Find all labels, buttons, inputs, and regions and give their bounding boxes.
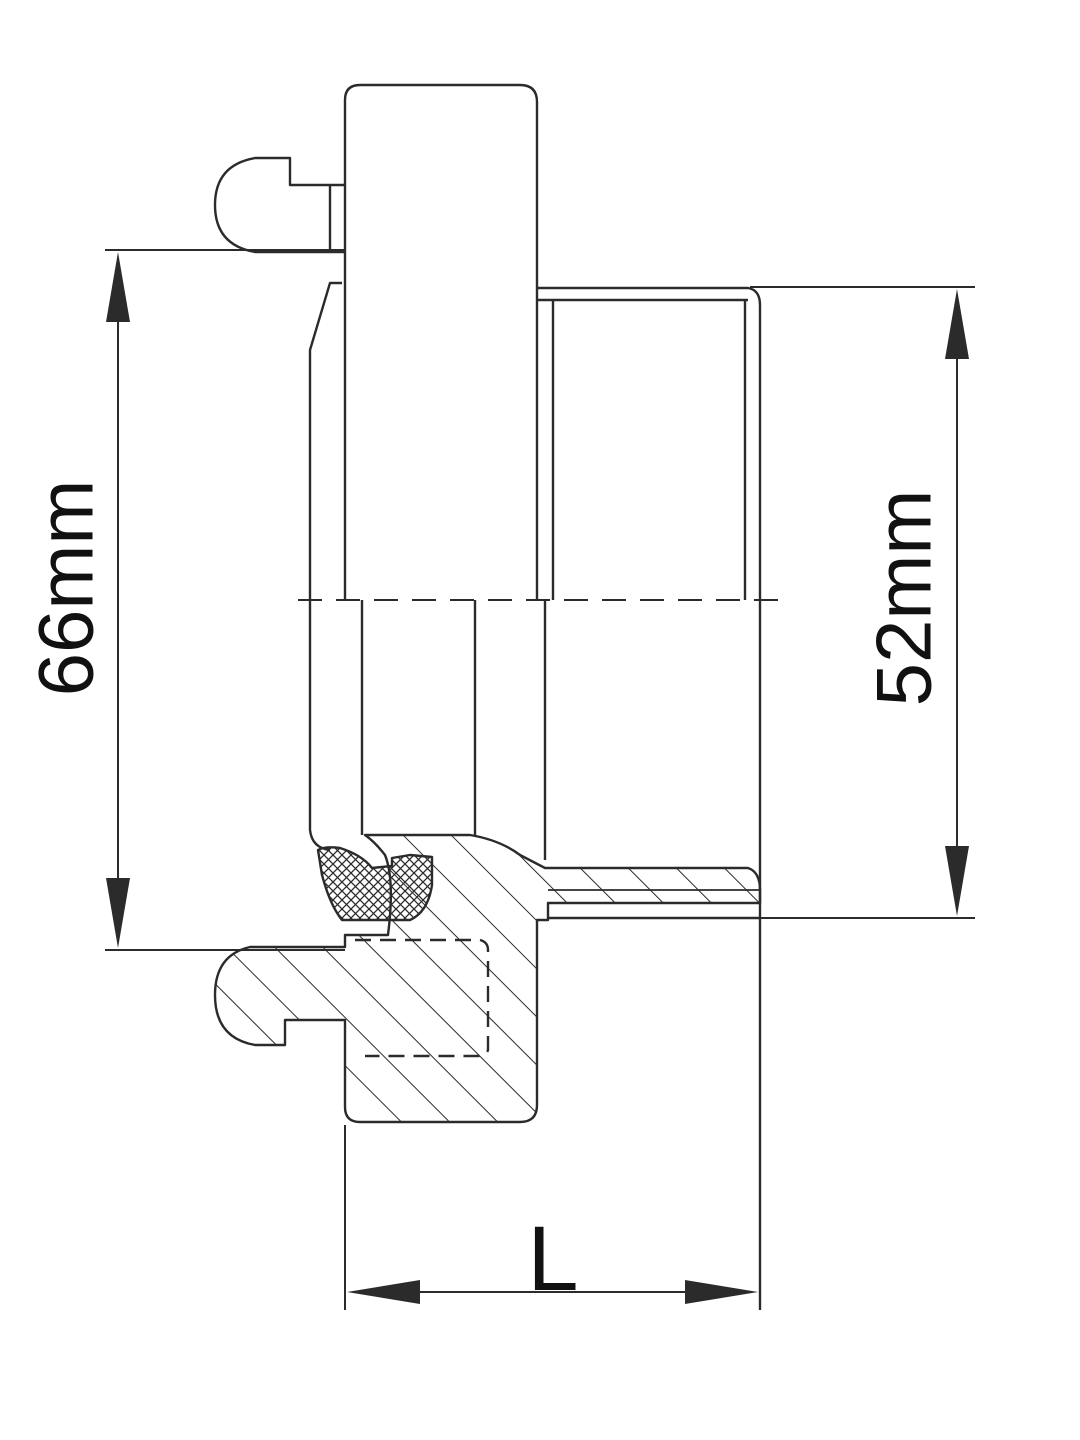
arrow-66-up [106, 252, 130, 322]
upper-half-outline [213, 83, 762, 600]
dimension-lines [105, 249, 975, 1310]
arrow-52-up [945, 289, 969, 359]
dimension-labels: 66mm 52mm L [22, 480, 948, 1310]
threaded-spigot-upper [537, 286, 762, 600]
arrow-52-down [945, 846, 969, 916]
dim-label-length: L [527, 1208, 578, 1310]
inner-ring-upper [308, 281, 342, 600]
dimension-arrows [106, 252, 969, 1304]
hidden-edge [355, 938, 490, 1058]
arrow-l-left [347, 1280, 420, 1304]
lower-half-outline [308, 600, 762, 1310]
body-section [213, 833, 762, 1124]
dim-label-66mm: 66mm [22, 480, 110, 697]
dim-label-52mm: 52mm [860, 490, 948, 707]
inner-ring-lower [308, 600, 331, 852]
gasket-seal [316, 846, 434, 922]
arrow-66-down [106, 878, 130, 948]
lower-section-hatched [213, 833, 762, 1124]
arrow-l-right [685, 1280, 758, 1304]
outer-ring-upper [343, 83, 539, 600]
claw-lug-upper [213, 156, 345, 254]
